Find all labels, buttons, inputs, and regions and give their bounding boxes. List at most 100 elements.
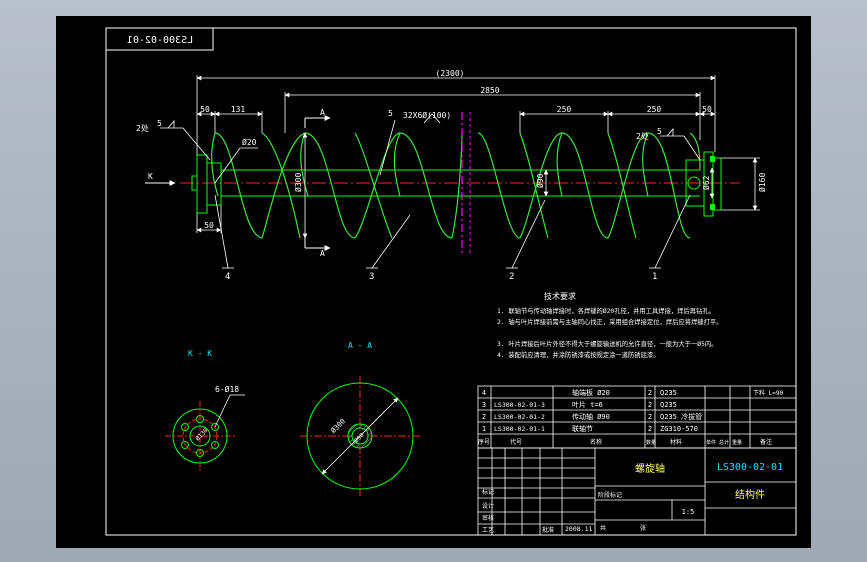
bom-row-1-material: Q235 [660,401,677,409]
tb-check-label: 审核 [482,514,494,522]
dim-dia-90: Ø90 [535,173,545,188]
bom-header-weight: 单件 总计 重量 [706,439,742,446]
weld-symbols: 2处 5 2处 5 5 [136,109,701,176]
bom-header-qty: 数量 [646,439,656,446]
tb-approve-label: 批准 [542,526,554,534]
bom-row-3-code: LS300-02-01-1 [494,425,545,433]
right-pin-hole [687,176,701,190]
bom-row-2-no: 2 [482,413,486,421]
technical-requirements: 技术要求 1. 联轴节与传动轴焊接时，各焊缝的Ø20孔径，并用工具焊接，焊后再钻… [497,291,722,359]
view-k-label: K [148,172,153,181]
bom-row-1-no: 3 [482,401,486,409]
bom-header-material: 材料 [670,438,682,446]
drawing-frame [105,27,797,536]
bom-header-code: 代号 [510,438,522,446]
tb-scale: 1:5 [682,508,695,516]
dim-pitch-2: 250 [647,105,662,114]
tech-item-2: 2. 轴与叶片焊接前需与主轴同心找正，采用组合焊接定位，焊后应将焊缝打平。 [497,317,722,326]
tb-part-name: 螺旋轴 [635,462,665,475]
dim-holes: 6-Ø18 [215,384,239,394]
bom-row-2-material: Q235 冷拔管 [660,412,702,421]
helical-blade [210,132,701,239]
bom-row-3-qty: 2 [648,425,652,433]
weld-right-size: 5 [657,127,662,136]
bolt-hole [196,415,204,423]
dim-span: 2850 [480,86,499,95]
tb-process-label: 工艺 [482,526,494,534]
section-label-bottom: A [320,249,325,258]
balloon-leaders [214,194,691,269]
tb-drawing-no: LS300-02-01 [717,462,783,473]
bolt-hole [211,441,219,449]
bom-row-2-name: 传动轴 Ø90 [572,412,610,421]
bom-row-0-remark: 下料 L=90 [753,389,783,397]
dim-right-50: 50 [702,105,712,114]
tb-sheet-label: 张 [640,524,646,532]
dim-dia-20: Ø20 [242,137,257,147]
dimension-texts: (2300) 2850 250 250 50 131 50 50 Ø20 Ø30… [200,69,767,230]
mirrored-drawing-number: LS300-02-01 [127,35,193,46]
bom-table: 4 轴端板 Ø20 2 Q235 下料 L=90 3 LS300-02-01-3… [477,385,797,449]
dim-131: 131 [231,105,246,114]
weld-left-qty: 2处 [136,123,149,133]
view-k-marker: K [145,172,176,186]
tech-item-4: 4. 装配前应清理，并涂防锈漆或按规定涂一道防锈底漆。 [497,350,660,359]
view-k-k-title: K - K [188,349,212,358]
bolt-hole [196,449,204,457]
bom-header-remark: 备注 [760,438,772,446]
balloon-2: 2 [509,272,514,282]
title-block: 标记 设计 审核 工艺 批准 2008.11 阶段标记 共 张 1:5 螺旋轴 … [477,447,797,536]
drawing-sheet [56,16,811,548]
bom-header-name: 名称 [590,438,602,446]
weld-right-qty: 2处 [636,131,649,141]
flange-bolt [710,156,715,162]
bolt-hole [181,423,189,431]
balloon-4: 4 [225,272,230,282]
section-marker-top: A [304,108,331,128]
dim-dia-160: Ø160 [757,173,767,192]
bolt-hole [181,441,189,449]
left-coupling [206,162,222,206]
tech-item-1: 1. 联轴节与传动轴焊接时，各焊缝的Ø20孔径，并用工具焊接，焊后再钻孔。 [497,306,715,315]
dim-dia-300: Ø300 [293,173,303,192]
balloon-1: 1 [652,272,657,282]
tb-date: 2008.11 [565,525,592,533]
bom-row-1-name: 叶片 t=6 [572,400,603,409]
bom-row-2-qty: 2 [648,413,652,421]
dimensions [196,75,760,239]
bom-row-3-no: 1 [482,425,486,433]
bom-row-0-no: 4 [482,389,486,397]
tb-assembly-name: 结构件 [735,488,765,501]
bom-row-3-name: 联轴节 [572,424,593,433]
tb-design-label: 设计 [482,502,494,510]
tb-mark-label: 标记 [482,488,494,496]
bolt-hole [211,423,219,431]
tb-count-label: 共 [600,524,606,532]
tech-title: 技术要求 [544,291,576,301]
tb-stage-label: 阶段标记 [598,491,622,499]
blade-note: 32X6Ø(100) [403,110,451,120]
section-marker-bottom: A [304,238,331,258]
bom-row-3-material: ZG310-570 [660,425,698,433]
dim-overall: (2300) [436,69,465,78]
bom-row-0-material: Q235 [660,389,677,397]
bom-row-1-code: LS300-02-01-3 [494,401,545,409]
bom-row-0-qty: 2 [648,389,652,397]
dim-left-bottom-50: 50 [204,221,214,230]
bom-header-no: 序号 [478,438,490,446]
section-a-a-title: A - A [348,341,372,350]
dim-dia-62: Ø62 [701,175,711,190]
bom-row-1-qty: 2 [648,401,652,409]
mirrored-number-box: LS300-02-01 [105,27,214,51]
dim-left-50: 50 [200,105,210,114]
bom-row-2-code: LS300-02-01-2 [494,413,545,421]
section-label-top: A [320,108,325,117]
balloon-3: 3 [369,272,374,282]
dim-pitch-1: 250 [557,105,572,114]
bom-row-0-name: 轴端板 Ø20 [572,388,610,397]
flange-bolt [710,204,715,210]
left-shaft-end [191,175,198,191]
weld-mid-size: 5 [388,109,393,118]
tech-item-3: 3. 叶片焊接后叶片外径不得大于螺旋输送机的允许直径，一般为大于一Ø5内。 [497,339,717,348]
